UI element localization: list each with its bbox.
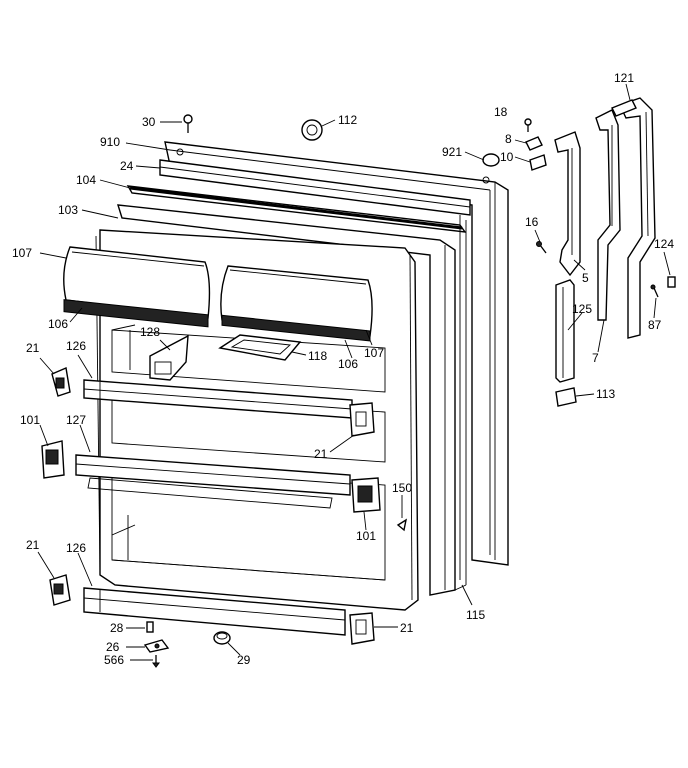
label-8: 8 — [505, 132, 512, 146]
door-shelf-bottom — [83, 587, 346, 636]
handle-121 — [611, 97, 656, 339]
label-106-right: 106 — [338, 357, 358, 371]
label-921: 921 — [442, 145, 462, 159]
trim-125 — [555, 279, 575, 383]
handle-cap-8 — [525, 136, 543, 151]
outer-door-panel — [164, 141, 509, 566]
label-107-left: 107 — [12, 246, 32, 260]
bracket-128 — [149, 334, 189, 381]
bumper-29 — [213, 631, 231, 645]
handle-end-cap-113 — [555, 387, 577, 407]
dairy-door-left — [63, 246, 211, 328]
part-labels: 30 112 910 24 104 103 107 106 128 118 10… — [12, 71, 674, 667]
label-115: 115 — [466, 608, 485, 622]
door-gasket — [126, 185, 467, 233]
label-16: 16 — [525, 215, 539, 229]
label-5: 5 — [582, 271, 589, 285]
hinge-pin-26 — [143, 639, 170, 653]
label-18: 18 — [494, 105, 508, 119]
plug-112 — [301, 119, 323, 141]
label-126-top: 126 — [66, 339, 86, 353]
label-26: 26 — [106, 640, 120, 654]
label-910: 910 — [100, 135, 120, 149]
label-101-right: 101 — [356, 529, 376, 543]
label-121: 121 — [614, 71, 634, 85]
leader-lines — [37, 83, 671, 661]
screw-150 — [396, 518, 408, 532]
label-87: 87 — [648, 318, 662, 332]
label-126-bottom: 126 — [66, 541, 86, 555]
label-103: 103 — [58, 203, 78, 217]
label-106-left: 106 — [48, 317, 68, 331]
label-10: 10 — [500, 150, 514, 164]
handle-7 — [595, 109, 621, 321]
label-29: 29 — [237, 653, 251, 667]
shelf-end-cap-right-top — [349, 402, 375, 437]
label-7: 7 — [592, 351, 599, 365]
label-21-middle: 21 — [314, 447, 328, 461]
shelf-end-cap-left-bottom — [49, 574, 71, 606]
label-125: 125 — [572, 302, 592, 316]
butter-tray — [218, 334, 302, 361]
stop-28 — [146, 621, 154, 633]
label-118: 118 — [308, 349, 327, 363]
screw-18 — [524, 118, 532, 132]
handle-cap-10 — [529, 154, 547, 171]
screw-16 — [536, 241, 547, 254]
dairy-door-right — [220, 265, 373, 342]
label-101-left: 101 — [20, 413, 40, 427]
label-128: 128 — [140, 325, 160, 339]
label-566: 566 — [104, 653, 124, 667]
label-113: 113 — [596, 387, 615, 401]
label-28: 28 — [110, 621, 124, 635]
shelf-end-cap-left-top — [51, 367, 71, 397]
label-21-bottom-left: 21 — [26, 538, 40, 552]
shelf-end-cap-left-middle — [41, 440, 65, 479]
label-30: 30 — [142, 115, 156, 129]
gasket-frame — [117, 204, 467, 596]
plug-921 — [482, 153, 500, 167]
label-112: 112 — [338, 113, 357, 127]
shelf-end-cap-right-bottom — [349, 612, 375, 645]
label-104: 104 — [76, 173, 96, 187]
screw-30 — [183, 114, 193, 133]
label-127: 127 — [66, 413, 86, 427]
label-24: 24 — [120, 159, 134, 173]
label-107-right: 107 — [364, 346, 384, 360]
label-21-bottom-right: 21 — [400, 621, 414, 635]
label-21-top-left: 21 — [26, 341, 40, 355]
label-150: 150 — [392, 481, 412, 495]
handle-5 — [554, 131, 581, 277]
label-124: 124 — [654, 237, 674, 251]
screw-87 — [650, 284, 659, 298]
door-shelf-middle — [75, 454, 351, 509]
door-top-cap — [159, 159, 471, 216]
screw-566 — [152, 655, 160, 668]
shelf-end-cap-right-middle — [351, 477, 381, 513]
clip-124 — [667, 276, 676, 288]
